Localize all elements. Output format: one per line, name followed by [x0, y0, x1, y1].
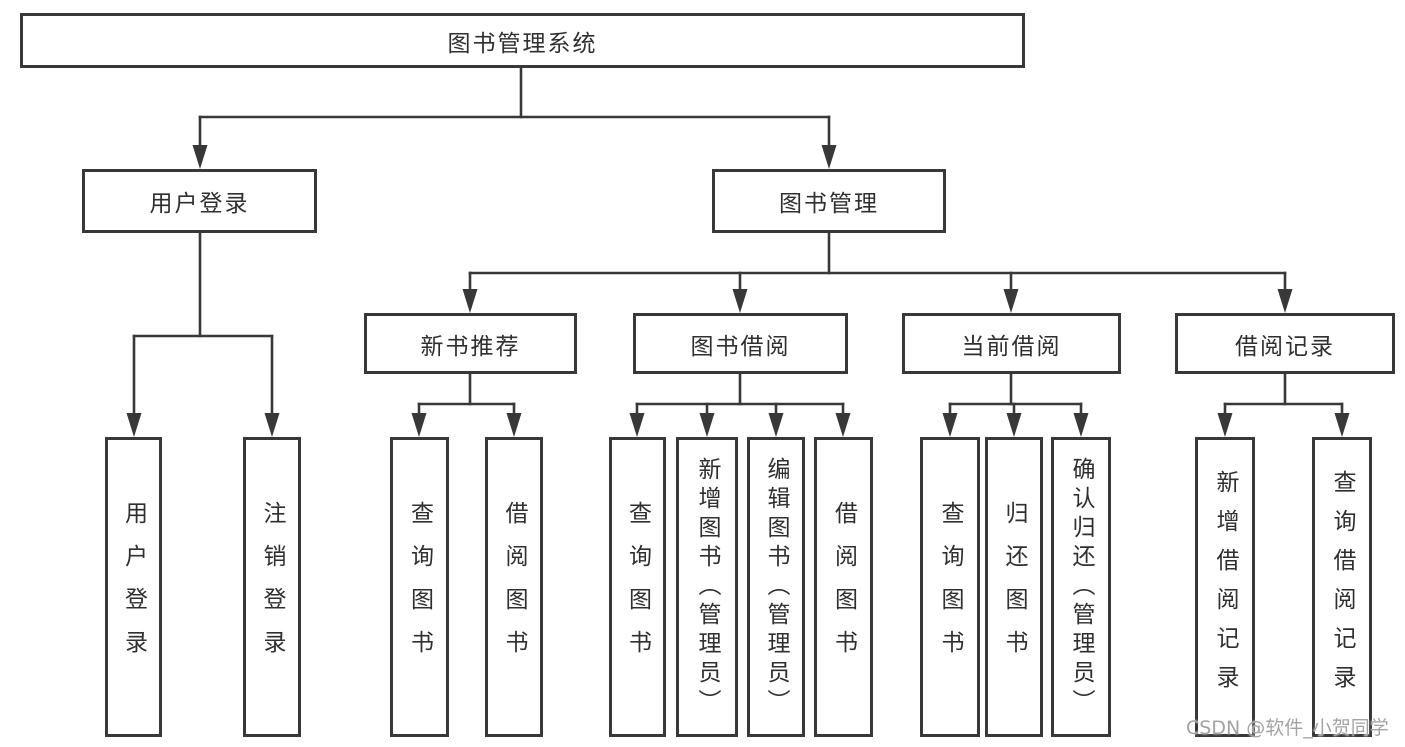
leaf-confirm-return-admin: 确认归还（管理员）	[1051, 437, 1111, 737]
node-borrow-records-label: 借阅记录	[1235, 333, 1335, 360]
node-user-login-label: 用户登录	[149, 191, 250, 217]
leaf-query-books-current-label: 查询图书	[937, 501, 963, 673]
leaf-borrow-books-newbook: 借阅图书	[485, 437, 543, 737]
node-current-borrow-label: 当前借阅	[961, 333, 1062, 360]
node-borrow-records: 借阅记录	[1175, 313, 1395, 374]
leaf-user-login: 用户登录	[105, 437, 162, 737]
leaf-query-books-borrow: 查询图书	[609, 437, 666, 737]
node-user-login: 用户登录	[82, 169, 317, 233]
leaf-borrow-books-newbook-label: 借阅图书	[501, 501, 527, 673]
leaf-borrow-books-borrow: 借阅图书	[814, 437, 873, 737]
leaf-return-books-label: 归还图书	[1001, 501, 1027, 673]
leaf-query-books-newbook-label: 查询图书	[406, 501, 433, 673]
leaf-return-books: 归还图书	[985, 437, 1043, 737]
node-book-borrow: 图书借阅	[633, 313, 848, 374]
node-new-book-recommend-label: 新书推荐	[420, 333, 521, 360]
leaf-query-books-newbook: 查询图书	[390, 437, 449, 737]
leaf-edit-books-admin: 编辑图书（管理员）	[747, 437, 805, 737]
leaf-logout: 注销登录	[243, 437, 301, 737]
leaf-query-borrow-record-label: 查询借阅记录	[1329, 470, 1355, 704]
leaf-add-books-admin: 新增图书（管理员）	[676, 437, 738, 737]
leaf-add-borrow-record-label: 新增借阅记录	[1212, 470, 1238, 704]
leaf-add-borrow-record: 新增借阅记录	[1195, 437, 1255, 737]
leaf-confirm-return-admin-label: 确认归还（管理员）	[1068, 456, 1094, 718]
node-root-label: 图书管理系统	[447, 30, 598, 57]
leaf-query-borrow-record: 查询借阅记录	[1312, 437, 1372, 737]
node-current-borrow: 当前借阅	[902, 313, 1121, 374]
leaf-query-books-borrow-label: 查询图书	[624, 501, 651, 673]
leaf-query-books-current: 查询图书	[920, 437, 980, 737]
node-book-borrow-label: 图书借阅	[690, 333, 791, 360]
leaf-add-books-admin-label: 新增图书（管理员）	[694, 456, 720, 718]
node-new-book-recommend: 新书推荐	[364, 313, 577, 374]
leaf-edit-books-admin-label: 编辑图书（管理员）	[763, 456, 789, 718]
node-book-mgmt: 图书管理	[712, 169, 946, 233]
leaf-user-login-label: 用户登录	[120, 501, 147, 673]
csdn-watermark: CSDN @软件_小贺同学	[1186, 717, 1389, 739]
leaf-borrow-books-borrow-label: 借阅图书	[830, 501, 857, 673]
node-book-mgmt-label: 图书管理	[779, 191, 879, 217]
leaf-logout-label: 注销登录	[259, 501, 285, 673]
node-root: 图书管理系统	[20, 13, 1025, 68]
